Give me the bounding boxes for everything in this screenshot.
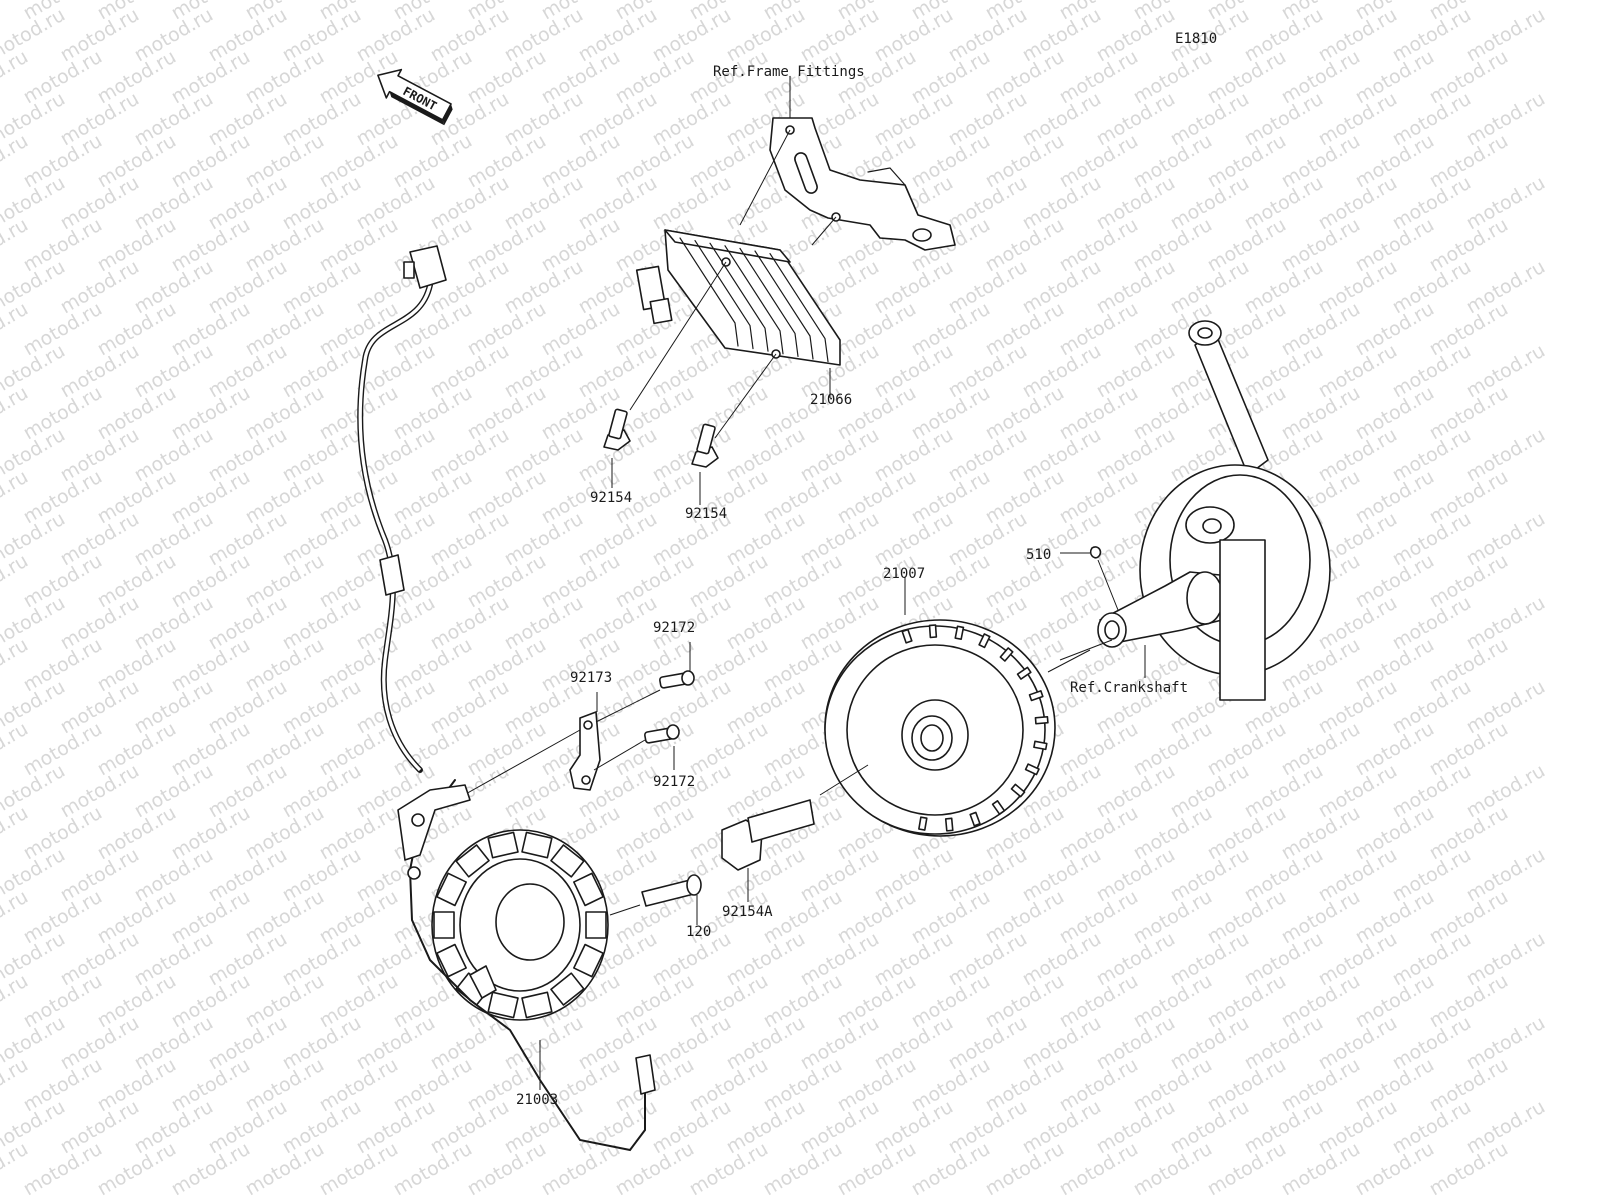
flywheel-leaders xyxy=(819,577,1091,796)
regulator-rectifier xyxy=(635,229,841,366)
regulator-bolt-guides xyxy=(629,261,777,439)
stator-pole xyxy=(433,911,455,939)
bracket-guide-lines xyxy=(739,129,837,246)
stator-pole xyxy=(487,991,519,1019)
clamp-guide-lines xyxy=(454,689,661,801)
crankshaft-leaders xyxy=(1059,639,1146,678)
flywheel-slot xyxy=(918,816,928,831)
regulator-fin xyxy=(769,253,829,363)
stator-pole xyxy=(436,872,467,907)
stator-pole xyxy=(521,991,553,1019)
part-label-regulator: 21066 xyxy=(810,392,852,408)
part-label-bolt-left: 92154 xyxy=(590,490,632,506)
part-label-clamp: 92173 xyxy=(570,670,612,686)
regulator-fin xyxy=(724,245,784,355)
regulator-fin xyxy=(754,250,814,360)
part-label-flywheel-bolt: 92154A xyxy=(722,904,773,920)
flywheel-bolt xyxy=(721,799,815,871)
crankshaft xyxy=(1097,320,1331,701)
flywheel-slot xyxy=(901,628,913,644)
stator-pole xyxy=(550,844,585,878)
flywheel-slot xyxy=(978,633,991,649)
wiring-harness xyxy=(357,245,447,773)
wire-clamp xyxy=(569,711,601,791)
screw-lower xyxy=(644,724,680,744)
ref-frame-fittings-label: Ref.Frame Fittings xyxy=(713,64,865,80)
flywheel-slot xyxy=(1010,783,1026,798)
flywheel-slot xyxy=(999,647,1014,662)
part-label-screw-lower: 92172 xyxy=(653,774,695,790)
flywheel-slot xyxy=(1034,715,1049,725)
stator-pole xyxy=(550,972,585,1006)
stator-pole xyxy=(455,844,490,878)
flywheel-slot xyxy=(928,624,938,639)
flywheel-slot xyxy=(954,625,965,641)
screw-upper xyxy=(659,670,695,689)
flywheel-rotor xyxy=(824,619,1056,837)
bolt-leaders xyxy=(611,458,701,505)
part-label-screw-upper: 92172 xyxy=(653,620,695,636)
regulator-bolt-left xyxy=(603,408,631,451)
stator-coil xyxy=(397,779,656,1152)
screw-leaders xyxy=(673,642,691,770)
flywheel-slot xyxy=(991,800,1006,815)
stator-pole xyxy=(573,943,604,978)
flywheel-slot xyxy=(1024,763,1040,776)
flywheel-slot xyxy=(944,817,954,832)
regulator-fin xyxy=(694,240,754,350)
part-label-stator: 21003 xyxy=(516,1092,558,1108)
key-leaders xyxy=(1060,552,1119,611)
part-label-bolt-right: 92154 xyxy=(685,506,727,522)
stator-pole xyxy=(521,831,553,859)
stator-pole xyxy=(585,911,607,939)
stator-bolt xyxy=(641,874,702,907)
regulator-fin xyxy=(709,242,769,352)
part-label-key: 510 xyxy=(1026,547,1051,563)
part-label-stator-bolt: 120 xyxy=(686,924,711,940)
ref-crankshaft-label: Ref.Crankshaft xyxy=(1070,680,1188,696)
regulator-fin xyxy=(739,247,799,357)
flywheel-slot xyxy=(1033,740,1048,751)
flywheel-slot xyxy=(969,811,981,827)
stator-pole xyxy=(487,831,519,859)
diagram-code: E1810 xyxy=(1175,31,1217,47)
part-label-flywheel: 21007 xyxy=(883,566,925,582)
woodruff-key xyxy=(1089,546,1102,559)
stator-bolt-guide xyxy=(609,904,641,916)
regulator-fin xyxy=(679,237,739,347)
stator-pole xyxy=(436,943,467,978)
regulator-bolt-right xyxy=(691,423,719,468)
flywheel-slot xyxy=(1016,666,1032,680)
flywheel-slot xyxy=(1028,690,1044,702)
stator-pole xyxy=(573,872,604,907)
